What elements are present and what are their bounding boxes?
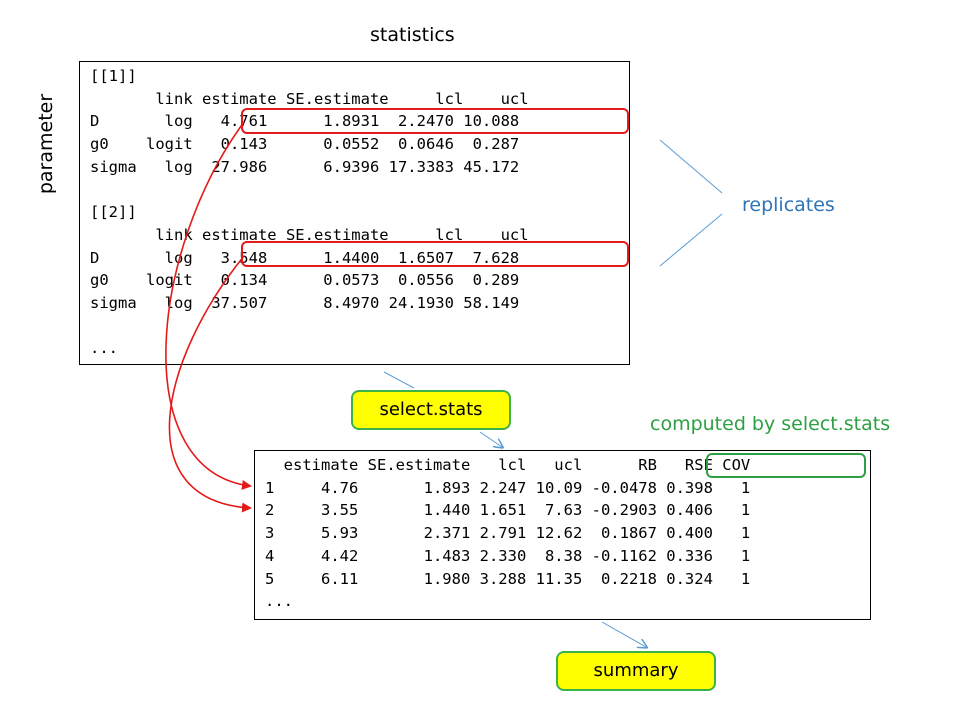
flow-arrow-to-summary	[601, 621, 646, 647]
replicates-bracket-top	[659, 139, 723, 194]
stats-output-line: 5 6.11 1.980 3.288 11.35 0.2218 0.324 1	[265, 569, 751, 588]
replicates-output-line: sigma log 37.507 8.4970 24.1930 58.149	[90, 294, 520, 313]
replicates-output-line: ...	[90, 339, 118, 358]
stats-output-line: 1 4.76 1.893 2.247 10.09 -0.0478 0.398 1	[265, 478, 751, 497]
replicates-label: replicates	[742, 194, 835, 216]
select-stats-button[interactable]: select.stats	[351, 390, 511, 430]
stats-output-line: ...	[265, 592, 293, 611]
replicate-2-D-highlight	[241, 241, 629, 267]
red-arrow-replicate-2	[168, 255, 252, 513]
replicates-output-line: D log 3.548 1.4400 1.6507 7.628	[90, 248, 520, 267]
replicates-output-line: link estimate SE.estimate lcl ucl	[155, 89, 529, 108]
replicates-bracket-bottom	[659, 213, 723, 267]
red-arrow-replicate-1	[165, 121, 252, 490]
replicates-output-line: [[2]]	[90, 203, 137, 222]
replicates-output-box: [[1]] link estimate SE.estimate lcl ucl …	[79, 61, 630, 365]
summary-button[interactable]: summary	[556, 651, 716, 691]
stats-output-line: 2 3.55 1.440 1.651 7.63 -0.2903 0.406 1	[265, 501, 751, 520]
replicates-output-line: g0 logit 0.134 0.0573 0.0556 0.289	[90, 271, 520, 290]
replicates-output-line: link estimate SE.estimate lcl ucl	[155, 225, 529, 244]
stats-output-line: 3 5.93 2.371 2.791 12.62 0.1867 0.400 1	[265, 524, 751, 543]
statistics-label: statistics	[370, 24, 455, 46]
replicates-output-line: g0 logit 0.143 0.0552 0.0646 0.287	[90, 135, 520, 154]
flow-arrow-to-select-stats	[383, 371, 415, 389]
stats-output-line: estimate SE.estimate lcl ucl RB RSE COV	[283, 456, 751, 474]
computed-columns-highlight	[706, 453, 866, 478]
replicates-output-line: sigma log 27.986 6.9396 17.3383 45.172	[90, 157, 520, 176]
replicates-output-line: [[1]]	[90, 67, 137, 85]
replicates-output-text: [[1]] link estimate SE.estimate lcl ucl …	[90, 65, 529, 360]
stats-output-box: estimate SE.estimate lcl ucl RB RSE COV …	[254, 450, 871, 620]
replicate-1-D-highlight	[241, 108, 629, 134]
stats-output-line: 4 4.42 1.483 2.330 8.38 -0.1162 0.336 1	[265, 546, 751, 565]
stats-output-text: estimate SE.estimate lcl ucl RB RSE COV …	[265, 454, 750, 613]
flow-arrow-to-stats-table	[479, 431, 502, 447]
computed-by-label: computed by select.stats	[650, 413, 891, 435]
replicates-output-line: D log 4.761 1.8931 2.2470 10.088	[90, 112, 520, 131]
